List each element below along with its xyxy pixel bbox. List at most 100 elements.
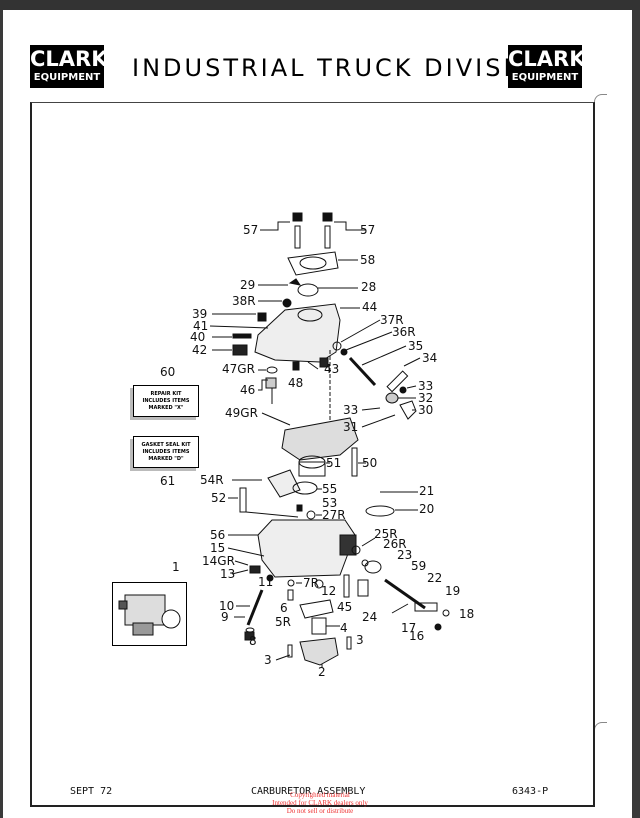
callout-label: 59 — [411, 559, 427, 573]
footer-caption: CARBURETOR ASSEMBLY — [251, 786, 366, 797]
carburetor-illustration — [118, 594, 181, 636]
kit-text: MARKED "D" — [148, 455, 184, 462]
callout-label: 51 — [326, 456, 342, 470]
kit-text: INCLUDES ITEMS — [142, 448, 190, 455]
gasket-kit-box: GASKET SEAL KIT INCLUDES ITEMS MARKED "D… — [133, 436, 199, 468]
callout-label: 9 — [221, 610, 229, 624]
callout-label: 58 — [360, 253, 376, 267]
callout-label: 38R — [232, 294, 256, 308]
callout-label: 42 — [192, 343, 208, 357]
kit-text: MARKED "X" — [148, 404, 184, 411]
callout-label: 22 — [427, 571, 443, 585]
callout-label: 52 — [211, 491, 227, 505]
callout-label: 43 — [324, 362, 340, 376]
document-page — [3, 10, 632, 818]
callout-label: 12 — [321, 584, 337, 598]
air-horn-part — [254, 303, 341, 363]
callout-label: 33 — [418, 379, 434, 393]
callout-label: 40 — [190, 330, 206, 344]
callout-label: 39 — [192, 307, 208, 321]
callout-label: 30 — [418, 403, 434, 417]
callout-label: 3 — [264, 653, 272, 667]
logo-text: CLARK — [508, 47, 586, 71]
nut-part — [322, 212, 333, 222]
callout-label: 55 — [322, 482, 338, 496]
callout-label: 37R — [380, 313, 404, 327]
callout-label: 57 — [360, 223, 376, 237]
watermark-line: Copyrighted material — [290, 791, 350, 799]
callout-label: 7R — [303, 576, 319, 590]
callout-label: 50 — [362, 456, 378, 470]
callout-label: 17 — [401, 621, 417, 635]
callout-label: 18 — [459, 607, 475, 621]
callout-label: 49GR — [225, 406, 258, 420]
callout-label: 2 — [318, 665, 326, 679]
callout-label: 28 — [361, 280, 377, 294]
viewer-top-bar — [0, 0, 640, 10]
callout-label: 47GR — [222, 362, 255, 376]
watermark-line: Intended for CLARK dealers only — [272, 799, 368, 807]
logo-subtext: EQUIPMENT — [33, 72, 101, 83]
callout-label: 36R — [392, 325, 416, 339]
callout-label: 29 — [240, 278, 256, 292]
stud-part — [294, 225, 301, 249]
stud-part — [324, 225, 331, 249]
callout-label: 35 — [408, 339, 424, 353]
viewer-scrollbar[interactable] — [632, 10, 640, 818]
callout-label: 4 — [340, 621, 348, 635]
callout-label: 54R — [200, 473, 224, 487]
footer-page-code: 6343-P — [512, 786, 549, 797]
callout-label: 13 — [220, 567, 236, 581]
callout-label: 25R — [374, 527, 398, 541]
callout-label: 3 — [356, 633, 364, 647]
callout-label: 10 — [219, 599, 235, 613]
callout-label: 33 — [343, 403, 359, 417]
kit-text: GASKET SEAL KIT — [141, 441, 191, 448]
callout-label: 27R — [322, 508, 346, 522]
callout-label: 31 — [343, 420, 359, 434]
callout-label: 8 — [249, 634, 257, 648]
watermark-line: Do not sell or distribute — [286, 807, 354, 815]
callout-label: 11 — [258, 575, 274, 589]
footer-date: SEPT 72 — [70, 786, 113, 797]
kit-number-label: 60 — [160, 365, 176, 379]
repair-kit-box: REPAIR KIT INCLUDES ITEMS MARKED "X" — [133, 385, 199, 417]
callout-label: 34 — [422, 351, 438, 365]
clark-logo-right: CLARK EQUIPMENT — [508, 45, 586, 88]
callout-label: 57 — [243, 223, 259, 237]
callout-label: 21 — [419, 484, 435, 498]
kit-text: REPAIR KIT — [150, 390, 182, 397]
callout-label: 56 — [210, 528, 226, 542]
callout-label: 14GR — [202, 554, 235, 568]
callout-label: 19 — [445, 584, 461, 598]
callout-label: 45 — [337, 600, 353, 614]
callout-label: 5R — [275, 615, 291, 629]
callout-label: 20 — [419, 502, 435, 516]
callout-label: 32 — [418, 391, 434, 405]
gasket-part — [287, 251, 339, 276]
logo-subtext: EQUIPMENT — [511, 72, 579, 83]
kit-text: INCLUDES ITEMS — [142, 397, 190, 404]
callout-label: 48 — [288, 376, 304, 390]
callout-label: 46 — [240, 383, 256, 397]
clark-logo-left: CLARK EQUIPMENT — [30, 45, 108, 88]
callout-label: 24 — [362, 610, 378, 624]
callout-label: 1 — [172, 560, 180, 574]
gasket-part — [281, 417, 359, 461]
callout-label: 15 — [210, 541, 226, 555]
callout-label: 44 — [362, 300, 378, 314]
diagram-frame — [30, 102, 595, 807]
callout-label: 41 — [193, 319, 209, 333]
kit-number-label: 61 — [160, 474, 176, 488]
copyright-watermark: Copyrighted material Intended for CLARK … — [245, 791, 395, 815]
logo-text: CLARK — [30, 47, 108, 71]
nut-part — [292, 212, 303, 222]
assembled-carburetor-inset — [112, 582, 187, 646]
callout-label: 26R — [383, 537, 407, 551]
callout-label: 6 — [280, 601, 288, 615]
page-title: INDUSTRIAL TRUCK DIVISION — [132, 54, 557, 82]
page-curl-mark — [594, 94, 607, 109]
callout-label: 23 — [397, 548, 413, 562]
callout-label: 53 — [322, 496, 338, 510]
